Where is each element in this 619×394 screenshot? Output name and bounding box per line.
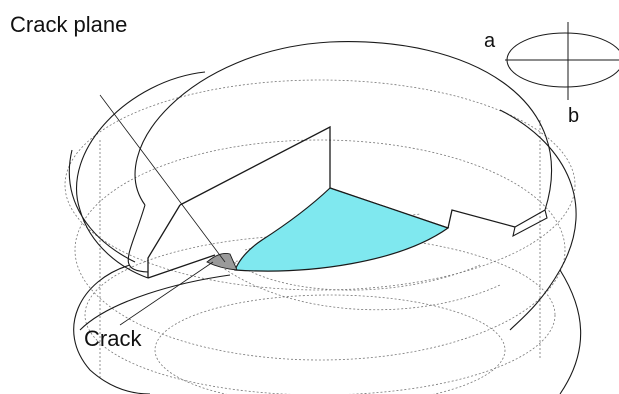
crack-tip-region	[206, 253, 238, 271]
hidden-band-curve-2	[214, 261, 501, 311]
hidden-turn-ellipse-upper	[64, 79, 576, 291]
hidden-turn-ellipse-inner	[154, 294, 506, 394]
upper-turn-right-rim	[512, 209, 548, 238]
outer-band-right-edge	[499, 109, 577, 331]
cutaway-left-front-edge	[147, 204, 181, 278]
cutaway-step-right	[447, 209, 516, 229]
crack-label: Crack	[84, 326, 142, 351]
outer-band-lower-right	[559, 269, 582, 394]
upper-turn-front-rim	[127, 204, 149, 273]
upper-helix-turn	[127, 41, 552, 273]
upper-turn-top-arc	[134, 41, 552, 211]
axis-b-label: b	[568, 105, 580, 127]
outer-helix-band	[68, 71, 582, 394]
hidden-turn-ellipse-middle	[74, 139, 566, 361]
crack-plane-label: Crack plane	[10, 12, 128, 37]
axis-a-label: a	[484, 30, 496, 52]
crack-leader-line	[119, 261, 214, 326]
ellipse-inset	[505, 22, 619, 100]
outer-band-top-edge	[76, 71, 206, 279]
cutaway-back-left-edge	[179, 125, 331, 206]
crack-plane-surface	[234, 187, 450, 272]
outer-band-lower-left	[73, 264, 151, 394]
cutaway-bottom-edge	[147, 254, 216, 279]
reference-axis-line	[99, 94, 226, 263]
hidden-turn-ellipse-lower	[84, 234, 556, 394]
outer-band-inner-edge	[68, 149, 136, 263]
outer-band-bottom-arc	[79, 274, 231, 331]
